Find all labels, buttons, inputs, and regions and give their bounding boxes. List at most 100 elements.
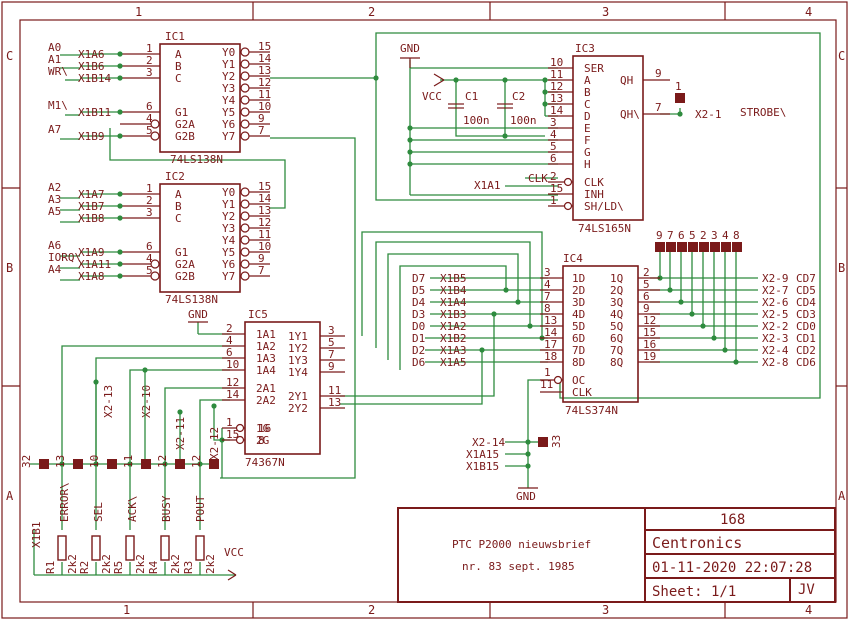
ic1-input-net: X1B14 [78, 72, 111, 85]
col-label-3: 3 [602, 5, 609, 19]
ic5-pin-name: 1A4 [256, 364, 276, 377]
ic1-input-dot [117, 75, 123, 81]
ic1-input-dot [117, 51, 123, 57]
ic2-out-pin-number: 9 [258, 252, 265, 265]
ic3-pin-name: D [584, 110, 591, 123]
ic4-header-pad-number: 7 [667, 229, 674, 242]
ic1-pin-number: 3 [146, 66, 153, 79]
ic2-input-net: X1A11 [78, 258, 111, 271]
ic5-out-pin-name: 2Y1 [288, 390, 308, 403]
ic1-input-signal: M1\ [48, 99, 68, 112]
ic2-input-dot [117, 273, 123, 279]
ic4-data-out-signal: CD6 [796, 356, 816, 369]
ic4-data-in-signal: D1 [412, 332, 425, 345]
ic2-input-signal: A4 [48, 263, 62, 276]
ic5-pin-number: 4 [226, 334, 233, 347]
ic4-clk-pin-name: CLK [572, 386, 592, 399]
ic4-out-pin-number: 6 [643, 290, 650, 303]
ic2-out-pin-name: Y5 [222, 246, 235, 259]
ic2-inv-bubble [150, 259, 160, 269]
ic5-pin-number: 12 [226, 376, 239, 389]
bottom-pad-signal: POUT [194, 495, 207, 522]
ic3-out-pin-number: 9 [655, 67, 662, 80]
ic5-out-pin-number: 5 [328, 336, 335, 349]
resistor-value: 2k2 [204, 554, 217, 574]
ic4-data-in-signal: D6 [412, 356, 425, 369]
connector-x2-13: X2-13 [102, 385, 115, 418]
ic1-input-dot [117, 133, 123, 139]
ic1-out-pin-name: Y2 [222, 70, 235, 83]
bottom-pad-number: 32 [20, 455, 33, 468]
ic5-pin-number: 2 [226, 322, 233, 335]
ic2-pin-name: G2A [175, 258, 195, 271]
ic4-out-pin-name: 6Q [610, 332, 623, 345]
ic4-out-pin-name: 4Q [610, 308, 623, 321]
col-label-4: 4 [805, 5, 812, 19]
ic4-out-pin-name: 2Q [610, 284, 623, 297]
title-line2: nr. 83 sept. 1985 [462, 560, 575, 573]
ic5-pin-name: 1A3 [256, 352, 276, 365]
ic2-out-bubble [240, 223, 250, 233]
ic2-out-bubble [240, 187, 250, 197]
ic4-header-pad [699, 242, 709, 252]
ic5-out-pin-number: 11 [328, 384, 341, 397]
ic4-pin-number: 14 [544, 326, 558, 339]
col-label-3-bottom: 3 [602, 603, 609, 617]
ic3-pin-number: 2 [550, 170, 557, 183]
ic3-out-pin-name: QH\ [620, 108, 640, 121]
ic2-input-signal: A2 [48, 181, 61, 194]
ic1-out-pin-number: 9 [258, 112, 265, 125]
ic2-pin-number: 5 [146, 264, 153, 277]
ic4-pin-name: 1D [572, 272, 585, 285]
ic5-ref: IC5 [248, 308, 268, 321]
ic4-pin-number: 8 [544, 302, 551, 315]
ic4-pin-name: 7D [572, 344, 585, 357]
ic5-pin-name: 2A1 [256, 382, 276, 395]
ic4-data-out-net: X2-4 [762, 344, 789, 357]
ic1-input-net: X1A6 [78, 48, 105, 61]
ic4-out-pin-name: 5Q [610, 320, 623, 333]
ic3-pin-name: SH/LD\ [584, 200, 624, 213]
resistor-body [57, 535, 67, 561]
title-date: 01-11-2020 22:07:28 [652, 560, 812, 576]
ic4-header-pad-number: 3 [711, 229, 718, 242]
ic2-inv-bubble [150, 271, 160, 281]
ic3-out-pin-number: 7 [655, 101, 662, 114]
ic2-input-net: X1A7 [78, 188, 105, 201]
strobe-pad [675, 93, 685, 103]
ic2-out-bubble [240, 247, 250, 257]
ic4-header-pad-number: 6 [678, 229, 685, 242]
ic2-pin-name: G1 [175, 246, 188, 259]
ic5-part: 74367N [245, 456, 285, 469]
resistor-body [91, 535, 101, 561]
ic3-pin-number: 4 [550, 128, 557, 141]
ic1-out-pin-name: Y0 [222, 46, 235, 59]
ic2-out-pin-name: Y3 [222, 222, 235, 235]
bottom-pad [141, 459, 151, 469]
ic4-pin-name: 3D [572, 296, 585, 309]
ic4-data-in-net: X1B5 [440, 272, 467, 285]
ic1-out-bubble [240, 131, 250, 141]
ic4-out-pin-name: 7Q [610, 344, 623, 357]
bottom-pad-number: 12 [190, 455, 203, 468]
title-sheet: Sheet: 1/1 [652, 584, 736, 600]
ic5-inner-pin-number: 16 [258, 422, 271, 435]
ic3-pin-name: INH [584, 188, 604, 201]
ic4-data-in-signal: D5 [412, 284, 425, 297]
ic2-input-dot [117, 215, 123, 221]
ic3-body [572, 55, 644, 221]
strobe-net: X2-1 [695, 108, 722, 121]
col-label-4-bottom: 4 [805, 603, 812, 617]
ic1-input-signal: WR\ [48, 65, 68, 78]
ic2-body [159, 183, 241, 293]
ic5-out-pin-name: 1Y1 [288, 330, 308, 343]
ic4-data-out-net: X2-6 [762, 296, 789, 309]
ic5-out-pin-number: 3 [328, 324, 335, 337]
vcc2-arrow-bottom [227, 574, 237, 581]
ic2-input-net: X1A9 [78, 246, 105, 259]
resistor-value: 2k2 [100, 554, 113, 574]
col-label-2: 2 [368, 5, 375, 19]
